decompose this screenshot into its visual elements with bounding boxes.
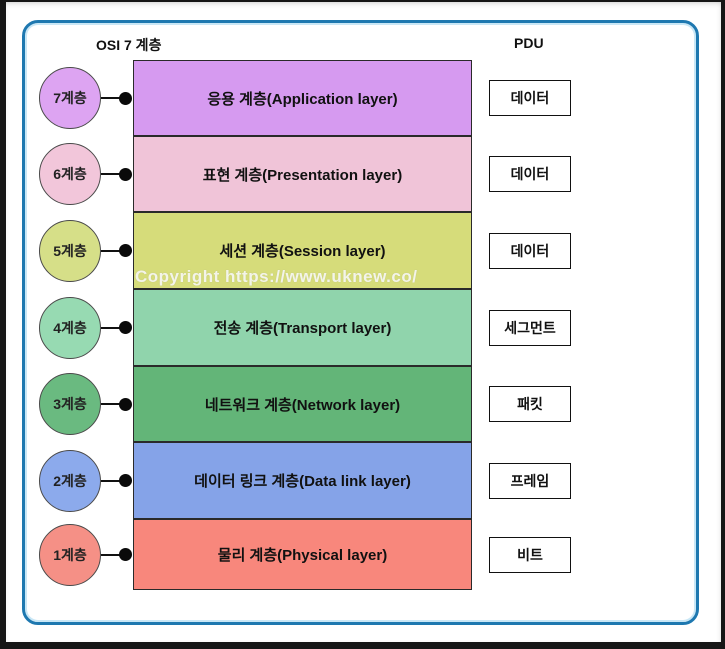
- layer-name-label: 물리 계층(Physical layer): [217, 547, 388, 564]
- layer-number-label: 1계층: [53, 546, 87, 563]
- connector-dot-icon: [119, 321, 132, 334]
- connector-dot-icon: [119, 397, 132, 411]
- connector-line: [101, 553, 129, 556]
- pdu-box: 비트: [489, 536, 571, 573]
- layer-number-circle: 6계층: [39, 143, 101, 205]
- connector-line: [101, 326, 129, 329]
- layer-number-circle: 5계층: [39, 219, 101, 282]
- layer-bar: 물리 계층(Physical layer): [133, 519, 472, 590]
- connector-dot-icon: [119, 91, 132, 105]
- layer-number-label: 5계층: [53, 242, 87, 259]
- layer-number-circle: 3계층: [39, 373, 101, 435]
- connector-line: [101, 173, 129, 175]
- pdu-label: 세그먼트: [504, 319, 556, 336]
- connector-dot-icon: [119, 474, 132, 487]
- pdu-box: 패킷: [489, 386, 571, 422]
- layer-number-label: 3계층: [53, 396, 87, 412]
- layer-name-label: 표현 계층(Presentation layer): [202, 166, 403, 184]
- layer-name-label: 세션 계층(Session layer): [219, 243, 386, 260]
- pdu-box: 데이터: [489, 156, 571, 192]
- layer-number-label: 2계층: [53, 472, 87, 489]
- pdu-box: 프레임: [489, 462, 571, 499]
- layer-name-label: 응용 계층(Application layer): [207, 90, 398, 108]
- layer-number-circle: 2계층: [39, 449, 101, 512]
- pdu-label: 프레임: [510, 472, 550, 489]
- connector-line: [101, 97, 129, 99]
- pdu-label: 데이터: [510, 90, 550, 106]
- layer-number-circle: 7계층: [39, 67, 101, 129]
- pdu-label: 비트: [517, 546, 543, 563]
- layer-bar: 데이터 링크 계층(Data link layer): [133, 442, 472, 519]
- layer-number-circle: 4계층: [39, 296, 101, 359]
- connector-dot-icon: [119, 548, 132, 561]
- layer-name-label: 데이터 링크 계층(Data link layer): [194, 473, 411, 490]
- connector-dot-icon: [119, 167, 132, 181]
- layer-name-label: 전송 계층(Transport layer): [213, 320, 392, 337]
- layer-number-label: 6계층: [53, 166, 87, 182]
- layer-bar: 세션 계층(Session layer): [133, 212, 472, 289]
- layer-number-circle: 1계층: [39, 523, 101, 586]
- layer-bar: 응용 계층(Application layer): [133, 60, 472, 136]
- connector-line: [101, 249, 129, 252]
- layer-name-label: 네트워크 계층(Network layer): [204, 396, 401, 414]
- connector-dot-icon: [119, 244, 132, 257]
- connector-line: [101, 403, 129, 405]
- layer-bar: 표현 계층(Presentation layer): [133, 136, 472, 212]
- pdu-box: 데이터: [489, 80, 571, 116]
- connector-line: [101, 479, 129, 482]
- pdu-label: 데이터: [510, 166, 550, 182]
- layer-bar: 네트워크 계층(Network layer): [133, 366, 472, 442]
- osi-column-title: OSI 7 계층: [96, 37, 162, 53]
- pdu-box: 세그먼트: [489, 309, 571, 346]
- pdu-column-title: PDU: [514, 35, 544, 51]
- pdu-box: 데이터: [489, 232, 571, 269]
- layer-number-label: 4계층: [53, 319, 87, 336]
- layer-number-label: 7계층: [53, 90, 87, 106]
- pdu-label: 패킷: [517, 396, 543, 412]
- layer-bar: 전송 계층(Transport layer): [133, 289, 472, 366]
- pdu-label: 데이터: [510, 242, 550, 259]
